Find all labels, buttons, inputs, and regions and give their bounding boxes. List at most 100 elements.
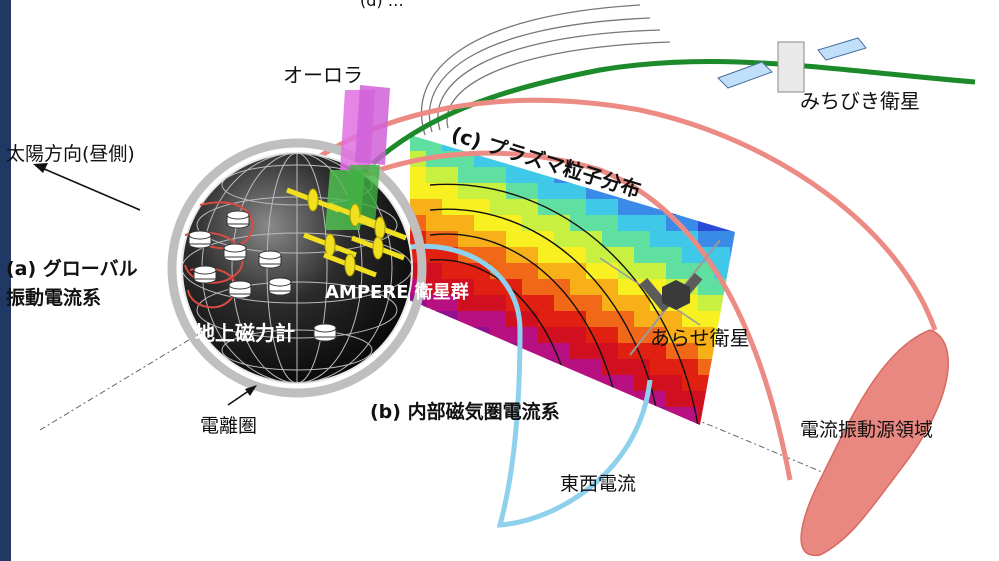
heatmap-cell bbox=[538, 439, 555, 456]
heatmap-cell bbox=[442, 279, 459, 296]
heatmap-cell bbox=[554, 359, 571, 376]
east-west-current-label: 東西電流 bbox=[560, 473, 636, 495]
heatmap-cell bbox=[538, 295, 555, 312]
heatmap-cell bbox=[474, 359, 491, 376]
heatmap-cell bbox=[490, 359, 507, 376]
heatmap-cell bbox=[538, 279, 555, 296]
heatmap-cell bbox=[666, 359, 683, 376]
heatmap-cell bbox=[650, 375, 667, 392]
heatmap-cell bbox=[522, 359, 539, 376]
heatmap-cell bbox=[714, 295, 731, 312]
heatmap-cell bbox=[634, 231, 651, 248]
heatmap-cell bbox=[682, 343, 699, 360]
heatmap-cell bbox=[458, 295, 475, 312]
heatmap-cell bbox=[458, 167, 475, 184]
heatmap-cell bbox=[714, 407, 731, 424]
heatmap-cell bbox=[474, 439, 491, 456]
heatmap-cell bbox=[490, 199, 507, 216]
heatmap-cell bbox=[730, 359, 735, 376]
heatmap-cell bbox=[602, 359, 619, 376]
heatmap-cell bbox=[458, 423, 475, 425]
heatmap-cell bbox=[586, 295, 603, 312]
heatmap-cell bbox=[442, 439, 459, 456]
heatmap-cell bbox=[602, 391, 619, 408]
heatmap-cell bbox=[538, 263, 555, 280]
heatmap-cell bbox=[634, 375, 651, 392]
east-west-current-loop bbox=[379, 243, 653, 528]
heatmap-cell bbox=[730, 231, 735, 248]
heatmap-cell bbox=[506, 247, 523, 264]
heatmap-cell bbox=[730, 279, 735, 296]
heatmap-cell bbox=[474, 423, 491, 425]
heatmap-cell bbox=[570, 439, 587, 456]
heatmap-cell bbox=[730, 167, 735, 184]
heatmap-cell bbox=[458, 359, 475, 376]
ampere-label: AMPERE 衛星群 bbox=[325, 281, 469, 303]
heatmap-cell bbox=[634, 135, 651, 152]
heatmap-cell bbox=[410, 359, 427, 376]
heatmap-cell bbox=[442, 311, 459, 328]
heatmap-cell bbox=[618, 375, 635, 392]
heatmap-cell bbox=[586, 279, 603, 296]
heatmap-cell bbox=[570, 407, 587, 424]
heatmap-cell bbox=[410, 199, 427, 216]
heatmap-cell bbox=[490, 263, 507, 280]
heatmap-cell bbox=[554, 247, 571, 264]
magnetometer-icon bbox=[223, 243, 247, 262]
ionosphere-pointer-arrow bbox=[227, 385, 257, 406]
heatmap-cell bbox=[538, 215, 555, 232]
heatmap-cell bbox=[650, 151, 667, 168]
heatmap-cell bbox=[442, 343, 459, 360]
heatmap-cell bbox=[634, 311, 651, 328]
heatmap-cell bbox=[682, 423, 699, 425]
heatmap-cell bbox=[682, 327, 699, 344]
heatmap-cell bbox=[554, 295, 571, 312]
sun-direction-label: 太陽方向(昼側) bbox=[6, 143, 135, 165]
heatmap-cell bbox=[682, 391, 699, 408]
heatmap-cell bbox=[714, 151, 731, 168]
heatmap-cell bbox=[666, 423, 683, 425]
heatmap-cell bbox=[570, 263, 587, 280]
aurora-label: オーロラ bbox=[283, 63, 363, 87]
heatmap-cell bbox=[586, 375, 603, 392]
heatmap-cell bbox=[682, 359, 699, 376]
heatmap-cell bbox=[426, 423, 443, 425]
heatmap-cell bbox=[698, 151, 715, 168]
heatmap-cell bbox=[618, 407, 635, 424]
heatmap-cell bbox=[426, 359, 443, 376]
heatmap-cell bbox=[618, 327, 635, 344]
heatmap-cell bbox=[490, 343, 507, 360]
heatmap-cell bbox=[410, 327, 427, 344]
heatmap-cell bbox=[602, 423, 619, 425]
heatmap-cell bbox=[618, 199, 635, 216]
heatmap-cell bbox=[698, 183, 715, 200]
heatmap-cell bbox=[730, 439, 747, 456]
ampere-satellite-icon bbox=[323, 252, 377, 278]
heatmap-cell bbox=[714, 183, 731, 200]
heatmap-cell bbox=[426, 183, 443, 200]
heatmap-cell bbox=[730, 199, 735, 216]
heatmap-cell bbox=[602, 311, 619, 328]
heatmap-cell bbox=[554, 439, 571, 456]
heatmap-cell bbox=[490, 247, 507, 264]
heatmap-cell bbox=[410, 375, 427, 392]
heatmap-cell bbox=[714, 247, 731, 264]
magnetometer-icon bbox=[228, 280, 252, 299]
left-edge-bar bbox=[0, 0, 11, 561]
heatmap-cell bbox=[698, 295, 715, 312]
heatmap-cell bbox=[490, 295, 507, 312]
magnetometer-icon bbox=[268, 277, 292, 296]
michibiki-label: みちびき衛星 bbox=[800, 89, 920, 113]
heatmap-cell bbox=[490, 439, 507, 456]
heatmap-cell bbox=[730, 407, 735, 424]
heatmap-cell bbox=[410, 439, 427, 456]
top-partial-text: (d) … bbox=[360, 0, 404, 10]
heatmap-cell bbox=[618, 231, 635, 248]
heatmap-cell bbox=[650, 343, 667, 360]
heatmap-cell bbox=[698, 375, 715, 392]
heatmap-cell bbox=[666, 327, 683, 344]
heatmap-cell bbox=[714, 423, 731, 425]
heatmap-cell bbox=[458, 215, 475, 232]
heatmap-cell bbox=[538, 327, 555, 344]
